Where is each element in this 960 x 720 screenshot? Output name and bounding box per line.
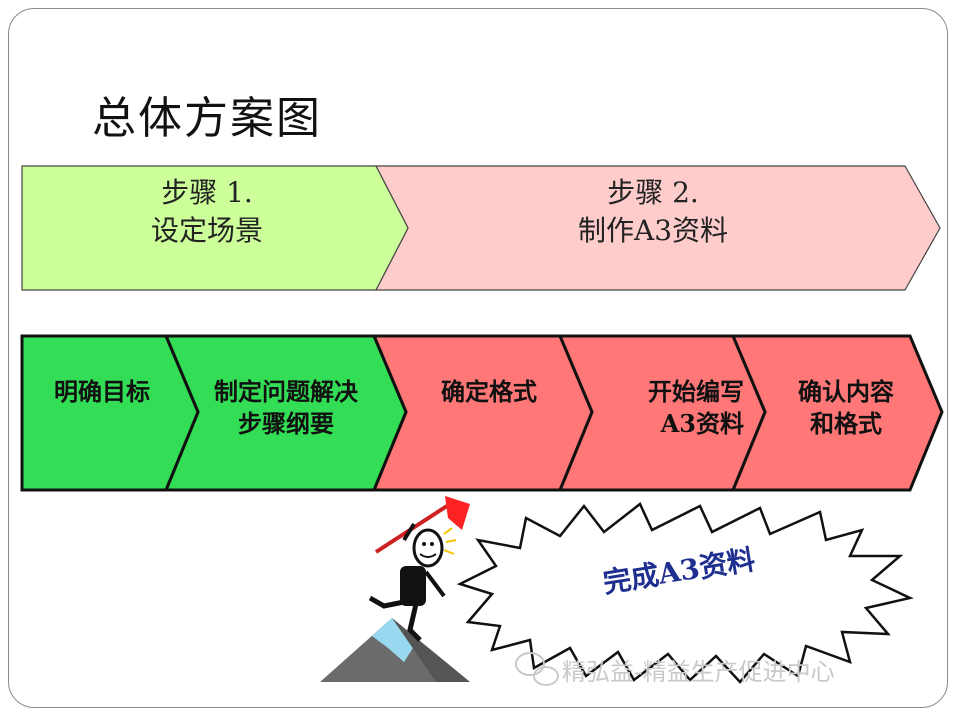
step-3-line1: 确定格式 [414,376,564,408]
step-4-label: 开始编写 A3资料 [604,376,744,440]
stage-2-line1: 步骤 2. [568,174,738,212]
page-title: 总体方案图 [92,82,322,146]
step-5-label: 确认内容 和格式 [776,376,916,440]
mountain-icon [320,618,470,682]
step-4-line1: 开始编写 [604,376,744,408]
step-2-line2: 步骤纲要 [198,408,374,440]
watermark-text: 精弘益-精益生产促进中心 [562,658,835,686]
step-1-chevron [22,336,198,490]
stage-1-line1: 步骤 1. [142,174,272,212]
step-2-label: 制定问题解决 步骤纲要 [198,376,374,440]
step-5-line1: 确认内容 [776,376,916,408]
watermark: 精弘益-精益生产促进中心 [562,652,835,687]
step-2-line1: 制定问题解决 [198,376,374,408]
stage-2-line2: 制作A3资料 [568,212,738,250]
step-3-label: 确定格式 [414,376,564,408]
climber-icon [370,496,470,640]
step-5-line2: 和格式 [776,408,916,440]
stage-2-label: 步骤 2. 制作A3资料 [568,174,738,250]
stage-1-label: 步骤 1. 设定场景 [142,174,272,250]
step-1-line1: 明确目标 [40,376,164,408]
step-1-label: 明确目标 [40,376,164,408]
stage-1-line2: 设定场景 [142,212,272,250]
step-4-line2: A3资料 [604,408,744,440]
